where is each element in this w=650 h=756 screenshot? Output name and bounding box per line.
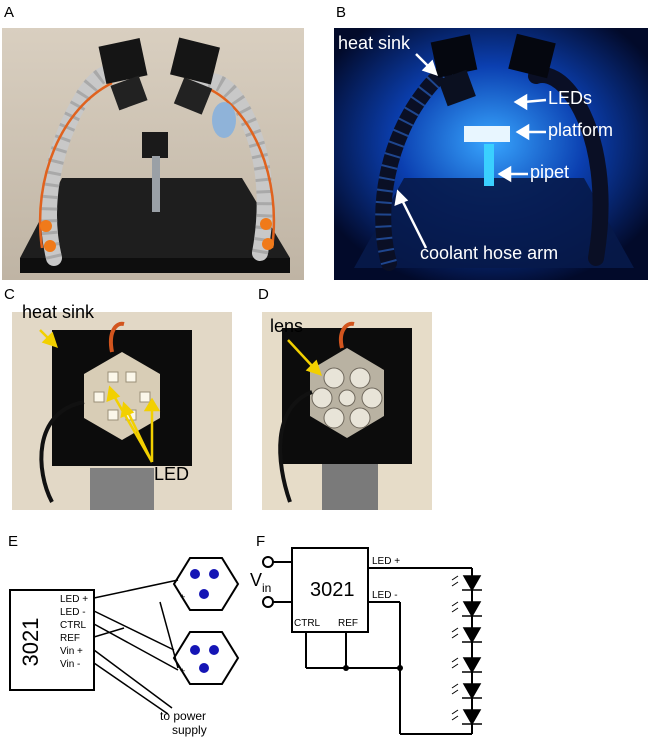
- photo-illuminated: [334, 28, 648, 280]
- label-led: LED: [154, 464, 190, 484]
- label-pipet: pipet: [530, 162, 570, 182]
- photo-lens: [262, 312, 432, 510]
- label-platform: platform: [548, 120, 614, 140]
- e-polarity-plus-bottom: +: [180, 666, 185, 676]
- diagram-f-schematic: 3021 V in LED + LED - CTRL REF: [250, 547, 482, 735]
- panel-c-arrows: [39, 329, 161, 463]
- panel-c-letter: C: [4, 286, 15, 303]
- e-polarity-plus-top: +: [180, 592, 185, 602]
- panel-a-letter: A: [4, 4, 15, 21]
- f-vin-label: V: [250, 570, 262, 590]
- e-chip-label: 3021: [18, 618, 43, 667]
- e-pin-vin-minus: Vin -: [60, 659, 80, 670]
- e-pin-ctrl: CTRL: [60, 620, 87, 631]
- panel-b-letter: B: [336, 4, 347, 21]
- f-vin-sub: in: [262, 581, 271, 595]
- label-heat-sink-c: heat sink: [22, 302, 95, 322]
- panel-f-letter: F: [256, 533, 266, 550]
- e-pin-led-plus: LED +: [60, 594, 88, 605]
- f-ref-label: REF: [338, 618, 358, 629]
- f-ctrl-label: CTRL: [294, 618, 321, 629]
- label-leds: LEDs: [548, 88, 593, 108]
- label-heat-sink-b: heat sink: [338, 33, 411, 53]
- photo-apparatus: [2, 28, 304, 280]
- panel-b-arrows: [394, 53, 547, 249]
- e-pin-led-minus: LED -: [60, 607, 86, 618]
- e-pin-ref: REF: [60, 633, 80, 644]
- label-lens: lens: [270, 316, 304, 336]
- panel-e-letter: E: [8, 533, 19, 550]
- panel-d-letter: D: [258, 286, 269, 303]
- panel-d-arrow: [287, 339, 322, 376]
- e-supply-label-1: to power: [160, 709, 206, 723]
- f-led-minus-label: LED -: [372, 590, 398, 601]
- diagram-e-wiring: 3021 LED + LED - CTRL REF Vin + Vin - + …: [9, 557, 240, 737]
- e-supply-label-2: supply: [172, 723, 207, 737]
- f-led-plus-label: LED +: [372, 556, 400, 567]
- label-coolant-hose-arm: coolant hose arm: [420, 243, 559, 263]
- f-chip-label: 3021: [310, 579, 355, 601]
- e-pin-vin-plus: Vin +: [60, 646, 83, 657]
